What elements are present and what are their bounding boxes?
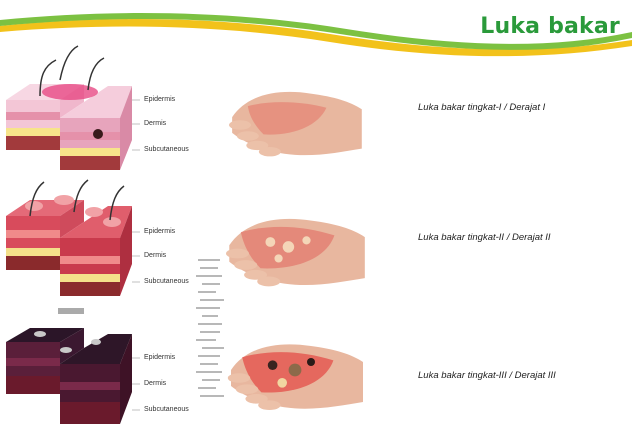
label-dermis: Dermis (144, 120, 167, 127)
hand-burn-degree-1 (229, 91, 362, 157)
hand-burn-degree-2 (226, 218, 365, 287)
skin-diagram-degree-3 (6, 328, 140, 424)
divider-bar (58, 308, 84, 314)
hand-burn-degree-3 (227, 344, 363, 410)
burn-row-degree-2: Epidermis Dermis Subcutaneous Luka bakar… (0, 176, 632, 316)
caption-degree-2: Luka bakar tingkat-II / Derajat II (418, 232, 551, 243)
label-dermis: Dermis (144, 380, 167, 387)
caption-degree-1: Luka bakar tingkat-I / Derajat I (418, 102, 546, 113)
caption-degree-3: Luka bakar tingkat-III / Derajat III (418, 370, 556, 381)
label-subcutaneous: Subcutaneous (144, 406, 189, 413)
label-epidermis: Epidermis (144, 228, 176, 235)
slide-title: Luka bakar (480, 14, 620, 39)
header-swoosh (0, 0, 632, 57)
skin-diagram-degree-2 (6, 179, 140, 296)
label-subcutaneous: Subcutaneous (144, 146, 189, 153)
skin-diagram-degree-1 (6, 45, 140, 170)
label-subcutaneous: Subcutaneous (144, 278, 189, 285)
scan-artifact (196, 259, 224, 397)
label-epidermis: Epidermis (144, 96, 176, 103)
burn-row-degree-3: Epidermis Dermis Subcutaneous Luka bakar… (0, 312, 632, 439)
label-dermis: Dermis (144, 252, 167, 259)
label-epidermis: Epidermis (144, 354, 176, 361)
burn-row-degree-1: Epidermis Dermis Subcutaneous Luka bakar… (0, 40, 632, 180)
